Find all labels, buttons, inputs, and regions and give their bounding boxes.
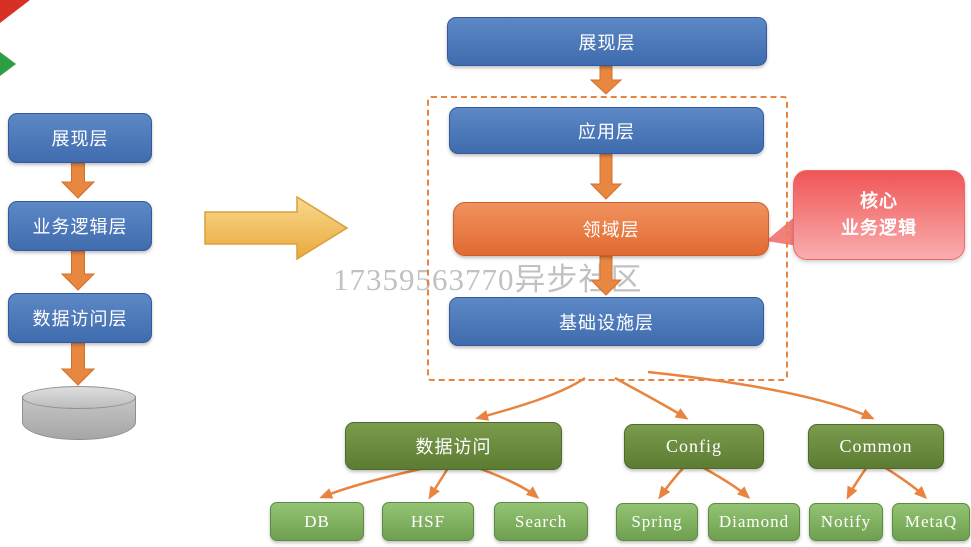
down-arrow-icon xyxy=(589,153,623,200)
down-arrow-icon xyxy=(589,65,623,95)
edge-marker-green-icon xyxy=(0,52,16,76)
callout-line-1: 核心 xyxy=(860,191,898,211)
ddd-domain-layer: 领域层 xyxy=(453,202,769,256)
connector-arrow xyxy=(475,376,586,421)
connector-arrow xyxy=(658,466,685,500)
module-group-config: Config xyxy=(624,424,764,469)
module-diamond: Diamond xyxy=(708,503,800,541)
connector-arrow xyxy=(614,376,689,420)
callout-tail-icon xyxy=(766,214,798,246)
down-arrow-icon xyxy=(60,342,96,386)
module-connectors xyxy=(319,370,928,500)
down-arrow-icon xyxy=(60,250,96,291)
connector-arrow xyxy=(428,467,450,500)
corner-marker-red-icon xyxy=(0,0,30,23)
down-arrow-icon xyxy=(60,162,96,199)
connector-arrow xyxy=(883,465,928,500)
connector-arrow xyxy=(846,466,869,500)
module-notify: Notify xyxy=(809,503,883,541)
transform-arrow-icon xyxy=(204,195,349,261)
module-metaq: MetaQ xyxy=(892,503,970,541)
database-cylinder-icon xyxy=(22,386,136,440)
legacy-flow-arrows xyxy=(60,162,96,386)
connector-arrow xyxy=(647,370,875,420)
module-db: DB xyxy=(270,502,364,541)
connector-arrow xyxy=(319,466,426,499)
legacy-presentation-layer: 展现层 xyxy=(8,113,152,163)
connector-arrow xyxy=(701,465,751,500)
ddd-infrastructure-layer: 基础设施层 xyxy=(449,297,764,346)
down-arrow-icon xyxy=(589,255,623,296)
connector-arrow xyxy=(477,466,540,499)
ddd-application-layer: 应用层 xyxy=(449,107,764,154)
core-layers-frame xyxy=(427,96,788,381)
ddd-presentation-layer: 展现层 xyxy=(447,17,767,66)
legacy-data-access-layer: 数据访问层 xyxy=(8,293,152,343)
module-spring: Spring xyxy=(616,503,698,541)
module-hsf: HSF xyxy=(382,502,474,541)
module-group-common: Common xyxy=(808,424,944,469)
module-search: Search xyxy=(494,502,588,541)
database-cylinder-top xyxy=(22,386,136,409)
module-group-data-access: 数据访问 xyxy=(345,422,562,470)
legacy-business-logic-layer: 业务逻辑层 xyxy=(8,201,152,251)
ddd-flow-arrows xyxy=(589,65,623,296)
callout-line-2: 业务逻辑 xyxy=(841,218,917,238)
core-business-logic-callout: 核心 业务逻辑 xyxy=(793,170,965,260)
